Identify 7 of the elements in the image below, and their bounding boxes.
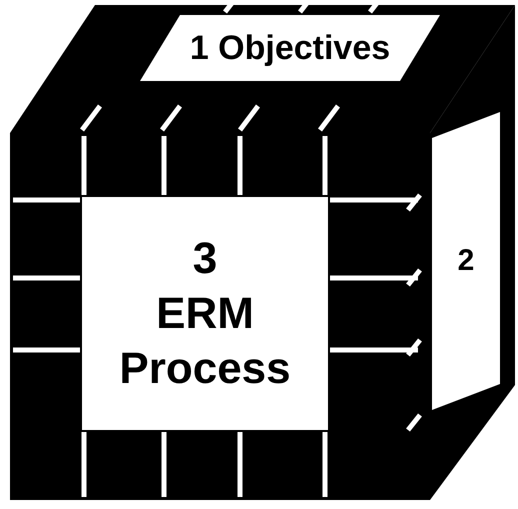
face-label: 1 Objectives: [190, 28, 390, 69]
front-face-panel: [82, 197, 328, 430]
face-label: 2: [458, 243, 474, 280]
face-label: ERM Process: [118, 288, 292, 395]
face-label: 3: [192, 233, 218, 285]
top-face-panel: [140, 15, 440, 81]
side-face-panel: [432, 112, 500, 410]
